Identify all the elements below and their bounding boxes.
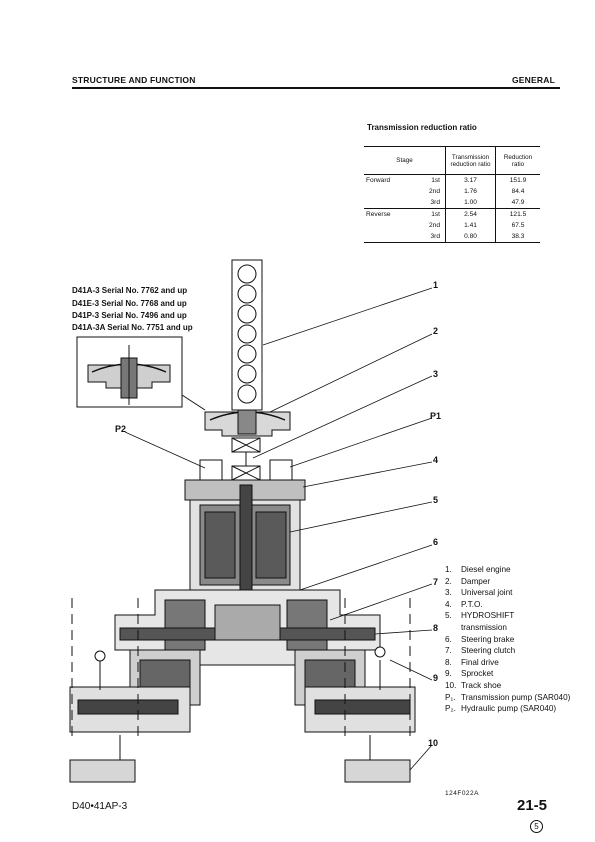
callout-p2: P2: [115, 424, 127, 434]
list-item: 4.P.T.O.: [445, 599, 483, 609]
list-item: 7.Steering clutch: [445, 646, 516, 656]
list-item: 1.Diesel engine: [445, 565, 511, 574]
leader-lines: [124, 287, 433, 771]
table-header-transmission: Transmission reduction ratio: [445, 146, 496, 175]
callout-4: 4: [433, 455, 439, 465]
callout-2: 2: [433, 326, 439, 336]
right-final-drive: [294, 646, 416, 733]
list-item: 5.HYDROSHIFT transmission: [445, 611, 515, 632]
transmission: [184, 479, 306, 616]
table-cell-reduction: 47.9: [495, 197, 540, 209]
table-cell-reduction: 67.5: [495, 220, 540, 231]
table-cell-reduction: 121.5: [495, 208, 540, 220]
callout-1: 1: [433, 280, 439, 290]
serial-note: D41P-3 Serial No. 7496 and up: [72, 311, 187, 320]
callout-6: 6: [433, 537, 439, 547]
table-cell-gear: 3rd: [430, 199, 440, 206]
table-cell-reduction: 84.4: [495, 186, 540, 197]
figure-code: 124F022A: [445, 790, 479, 797]
serial-note: D41A-3 Serial No. 7762 and up: [72, 286, 188, 295]
table-header-stage: Stage: [364, 146, 446, 175]
list-item: 8.Final drive: [445, 657, 499, 667]
power-train-diagram: [69, 259, 433, 783]
callout-3: 3: [433, 369, 439, 379]
table-cell-transmission: 1.41: [445, 220, 496, 231]
list-item: P₁.Transmission pump (SAR040): [445, 692, 571, 702]
table-cell-transmission: 1.00: [445, 197, 496, 209]
table-cell-direction: [364, 231, 406, 243]
callout-p1: P1: [430, 411, 442, 421]
damper-detail-inset: [76, 336, 206, 411]
universal-joint: [231, 437, 261, 481]
table-cell-gear: 1st: [406, 208, 446, 220]
table-row: 2nd 1.41 67.5: [364, 220, 540, 231]
table-cell-transmission: 1.76: [445, 186, 496, 197]
list-item: 9.Sprocket: [445, 669, 494, 679]
table-cell-reduction: 38.3: [495, 231, 540, 243]
reduction-ratio-table: Stage Transmission reduction ratio Reduc…: [364, 146, 540, 243]
table-row: Reverse 1st 2.54 121.5: [364, 208, 540, 220]
list-item: 6.Steering brake: [445, 634, 515, 644]
table-row: Forward 1st 3.17 151.9: [364, 174, 540, 186]
parts-legend: 1.Diesel engine 2.Damper 3.Universal joi…: [445, 564, 573, 715]
serial-note: D41E-3 Serial No. 7768 and up: [72, 299, 187, 308]
diesel-engine: [231, 259, 263, 411]
table-header-reduction: Reduction ratio: [495, 146, 540, 175]
header-chapter-title: GENERAL: [512, 75, 555, 85]
table-cell-transmission: 2.54: [445, 208, 496, 220]
table-cell-reduction: 151.9: [495, 174, 540, 186]
header-rule: [72, 87, 560, 89]
table-cell-transmission: 3.17: [445, 174, 496, 186]
table-row: 2nd 1.76 84.4: [364, 186, 540, 197]
table-row: 3rd 0.80 38.3: [364, 231, 540, 243]
steering-housing: [114, 589, 381, 666]
list-item: 2.Damper: [445, 576, 491, 586]
table-cell-direction: [364, 186, 406, 197]
table-cell-gear: 2nd: [428, 188, 440, 195]
table-cell-direction: [364, 197, 406, 209]
callout-10: 10: [428, 738, 439, 748]
left-track-shoe: [69, 598, 139, 783]
table-cell-direction: Forward: [366, 177, 391, 184]
list-item: 3.Universal joint: [445, 588, 513, 598]
revision-mark: 5: [530, 820, 543, 833]
list-item: P₂.Hydraulic pump (SAR040): [445, 704, 557, 714]
list-item: 10.Track shoe: [445, 680, 502, 690]
left-final-drive: [69, 649, 201, 733]
callout-9: 9: [433, 673, 439, 683]
callout-7: 7: [433, 577, 439, 587]
callout-8: 8: [433, 623, 439, 633]
serial-note: D41A-3A Serial No. 7751 and up: [72, 323, 193, 332]
table-cell-direction: Reverse: [364, 208, 406, 220]
footer-model: D40•41AP-3: [72, 801, 128, 812]
callout-5: 5: [433, 495, 439, 505]
page-number: 21-5: [517, 797, 548, 814]
table-cell-gear: 2nd: [428, 222, 440, 229]
table-title: Transmission reduction ratio: [367, 123, 477, 132]
table-cell-gear: 1st: [431, 177, 440, 184]
right-track-shoe: [344, 598, 411, 783]
damper: [204, 409, 291, 437]
header-section-title: STRUCTURE AND FUNCTION: [72, 75, 196, 85]
table-row: 3rd 1.00 47.9: [364, 197, 540, 209]
table-cell-direction: [364, 220, 406, 231]
table-cell-transmission: 0.80: [445, 231, 496, 243]
table-cell-gear: 3rd: [406, 231, 446, 243]
